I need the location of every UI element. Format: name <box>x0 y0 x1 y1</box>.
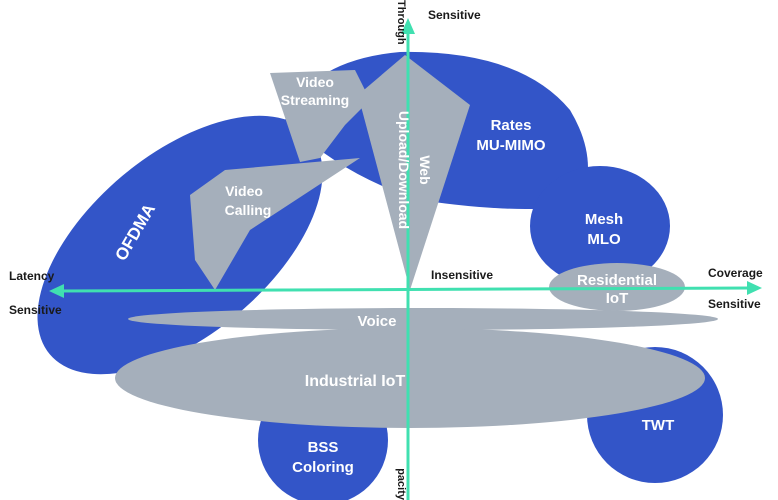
industrial-iot-region <box>115 328 705 428</box>
rates-label: Rates <box>491 117 532 134</box>
bss-label: BSS <box>308 439 339 456</box>
industrial-iot-label: Industrial IoT <box>305 373 406 390</box>
coverage-sensitive-label: Sensitive <box>708 297 761 311</box>
video-streaming-label-1: Video <box>296 74 334 90</box>
residential-label: Residential <box>577 272 657 289</box>
voice-label: Voice <box>358 313 397 330</box>
mu-mimo-label: MU-MIMO <box>476 137 545 154</box>
mesh-mlo-region <box>530 166 670 286</box>
capacity-axis-label: pacity <box>395 468 407 500</box>
throughput-axis-label: Through <box>395 0 407 45</box>
web-upload-download-region <box>358 55 470 290</box>
video-streaming-region <box>270 70 370 162</box>
coloring-label: Coloring <box>292 459 354 476</box>
right-axis-arrowhead <box>747 281 762 295</box>
voice-region <box>128 308 718 330</box>
throughput-sensitive-label: Sensitive <box>428 8 481 22</box>
upload-download-label: Upload/Download <box>396 111 412 229</box>
latency-axis-label: Latency <box>9 269 55 283</box>
video-calling-label-2: Calling <box>225 202 272 218</box>
left-axis-arrowhead <box>49 284 64 298</box>
video-calling-label-1: Video <box>225 183 263 199</box>
coverage-axis-label: Coverage <box>708 266 763 280</box>
horizontal-axis <box>57 286 753 293</box>
video-streaming-label-2: Streaming <box>281 92 349 108</box>
latency-sensitive-label: Sensitive <box>9 303 62 317</box>
residential-iot-region <box>549 263 685 311</box>
twt-label: TWT <box>642 417 674 434</box>
mlo-label: MLO <box>587 231 621 248</box>
video-calling-region <box>190 158 360 290</box>
mesh-label: Mesh <box>585 211 623 228</box>
web-label: Web <box>417 155 433 184</box>
center-insensitive-label: Insensitive <box>431 268 493 282</box>
iot-label: IoT <box>606 290 629 307</box>
vertical-axis-arrowhead <box>401 18 415 34</box>
